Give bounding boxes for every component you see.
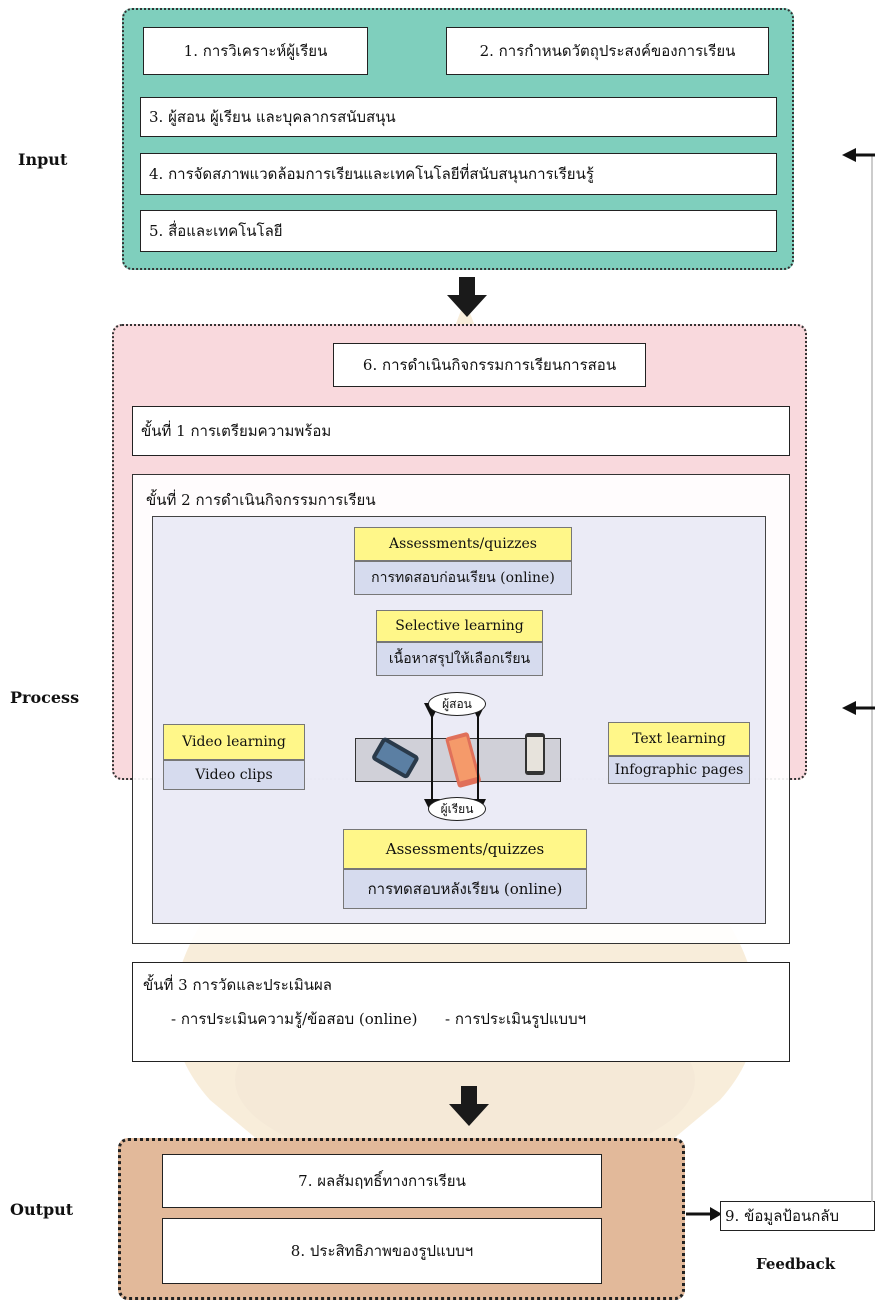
feedback-label: Feedback (756, 1255, 836, 1273)
step3-item-model-evaluation: - การประเมินรูปแบบฯ (445, 1010, 587, 1028)
process-title: 6. การดำเนินกิจกรรมการเรียนการสอน (333, 343, 646, 387)
step3-box: ขั้นที่ 3 การวัดและประเมินผล - การประเมิ… (132, 962, 790, 1062)
input-item-people: 3. ผู้สอน ผู้เรียน และบุคลากรสนับสนุน (140, 97, 777, 137)
process-label: Process (10, 688, 80, 707)
post-assessment-subtitle: การทดสอบหลังเรียน (online) (343, 869, 587, 909)
text-learning-title: Text learning (608, 722, 750, 756)
input-item-environment: 4. การจัดสภาพแวดล้อมการเรียนและเทคโนโลยี… (140, 153, 777, 195)
video-learning-subtitle: Video clips (163, 760, 305, 790)
right-arrow-icon (686, 1207, 722, 1221)
step2-label: ขั้นที่ 2 การดำเนินกิจกรรมการเรียน (146, 491, 376, 509)
video-learning-title: Video learning (163, 724, 305, 760)
post-assessment-title: Assessments/quizzes (343, 829, 587, 869)
output-item-efficiency: 8. ประสิทธิภาพของรูปแบบฯ (162, 1218, 602, 1284)
output-item-achievement: 7. ผลสัมฤทธิ์ทางการเรียน (162, 1154, 602, 1208)
teacher-ellipse: ผู้สอน (428, 692, 486, 716)
teacher-learner-arrows (424, 703, 486, 815)
selective-learning-subtitle: เนื้อหาสรุปให้เลือกเรียน (376, 642, 543, 676)
feedback-box: 9. ข้อมูลป้อนกลับ (720, 1201, 875, 1231)
text-learning-subtitle: Infographic pages (608, 756, 750, 784)
input-item-objectives: 2. การกำหนดวัตถุประสงค์ของการเรียน (446, 27, 769, 75)
learner-ellipse: ผู้เรียน (428, 797, 486, 821)
input-item-media: 5. สื่อและเทคโนโลยี (140, 210, 777, 252)
input-label: Input (18, 150, 68, 169)
feedback-loop-lines (842, 148, 875, 1202)
output-label: Output (10, 1200, 74, 1219)
step3-label: ขั้นที่ 3 การวัดและประเมินผล (143, 976, 333, 994)
selective-learning-title: Selective learning (376, 610, 543, 642)
step3-items: - การประเมินความรู้/ข้อสอบ (online) - กา… (143, 1007, 779, 1031)
step3-item-knowledge-test: - การประเมินความรู้/ข้อสอบ (online) (171, 1010, 418, 1028)
down-arrow-icon (447, 277, 487, 317)
mobile-devices-icon (372, 732, 545, 788)
down-arrow-icon (449, 1086, 489, 1126)
step1-box: ขั้นที่ 1 การเตรียมความพร้อม (132, 406, 790, 456)
pre-assessment-subtitle: การทดสอบก่อนเรียน (online) (354, 561, 572, 595)
pre-assessment-title: Assessments/quizzes (354, 527, 572, 561)
input-item-learner-analysis: 1. การวิเคราะห์ผู้เรียน (143, 27, 368, 75)
